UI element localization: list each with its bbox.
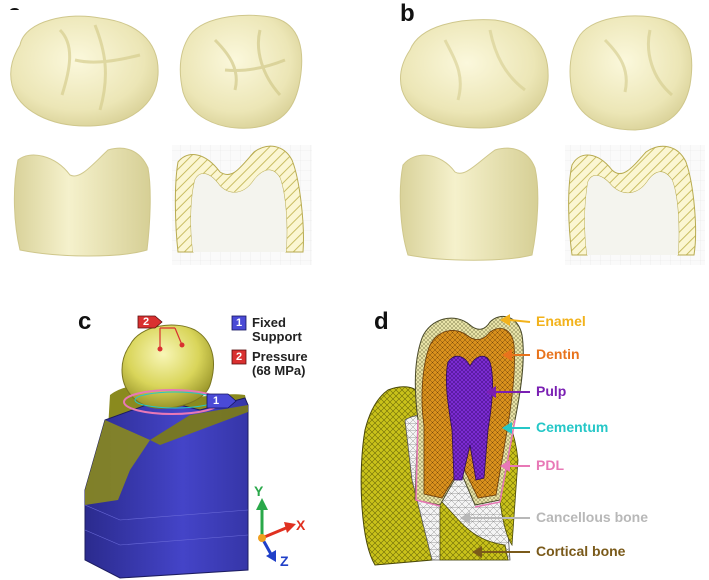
panel-b-crowns xyxy=(399,15,705,265)
label-cancellous-bone: Cancellous bone xyxy=(536,509,649,525)
legend-fixed-support: Fixed Support xyxy=(252,315,302,344)
label-cementum: Cementum xyxy=(536,419,609,435)
panel-label-d: d xyxy=(374,308,389,335)
panel-label-b: b xyxy=(400,0,415,27)
label-dentin: Dentin xyxy=(536,346,580,362)
flag-number-1: 1 xyxy=(213,395,220,407)
label-cortical-bone: Cortical bone xyxy=(536,543,626,559)
panel-c-fe-model xyxy=(84,315,296,579)
legend-box-number-2: 2 xyxy=(236,351,243,363)
label-enamel: Enamel xyxy=(536,313,586,329)
legend-pressure: Pressure (68 MPa) xyxy=(252,349,308,378)
legend-box-number-1: 1 xyxy=(236,317,243,329)
axis-label-y: Y xyxy=(254,483,264,499)
panel-label-c: c xyxy=(78,308,92,335)
flag-number-2: 2 xyxy=(143,316,150,328)
axis-label-z: Z xyxy=(280,553,289,569)
panel-a-crowns xyxy=(5,10,312,265)
label-pulp: Pulp xyxy=(536,383,567,399)
label-pdl: PDL xyxy=(536,457,564,473)
panel-d-mesh xyxy=(360,314,531,566)
axis-label-x: X xyxy=(296,517,306,533)
